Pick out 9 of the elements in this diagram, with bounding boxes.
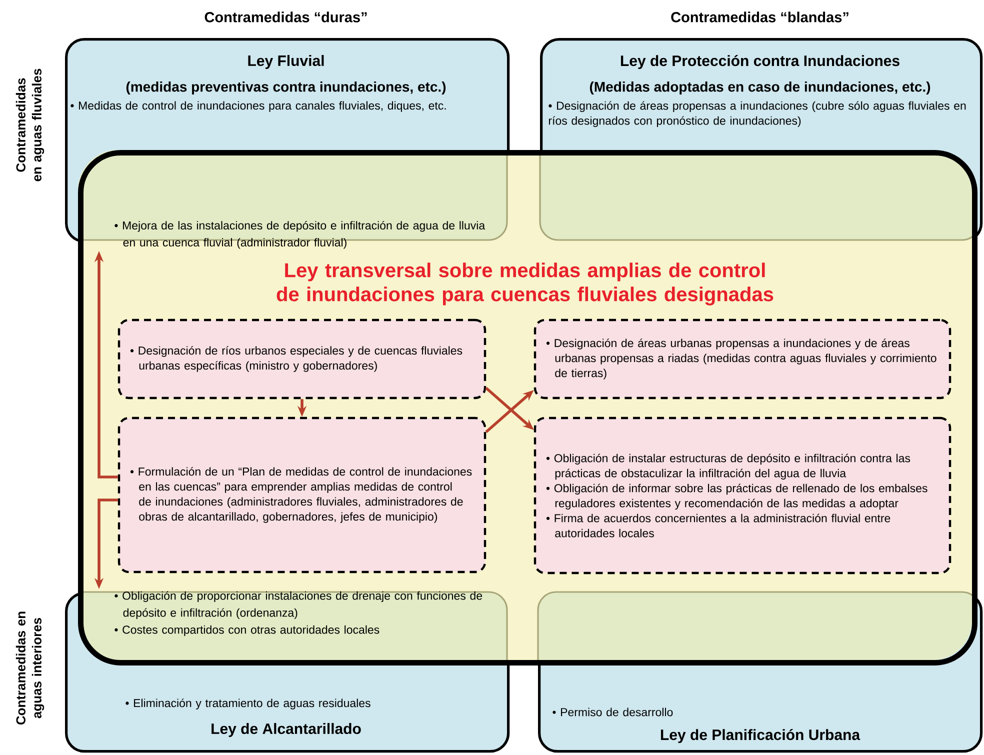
dashed-box: • Formulación de un “Plan de medidas de control de inundaciones en las cuencas” para emprender amplias medidas de control de inundaciones (administradores fluviales, administradores de obras de alcantarillado, gobernadores, jefes de municipio) bbox=[118, 416, 486, 574]
column-heading: Contramedidas “duras” bbox=[204, 12, 367, 22]
bullet-text: • Obligación de proporcionar instalaciones de drenaje con funciones de depósito e infiltración (ordenanza) • Costes compartidos con otras autoridades locales bbox=[114, 591, 482, 636]
row-heading: Contramedidas en aguas fluviales bbox=[16, 68, 44, 182]
dashed-box: • Designación de ríos urbanos especiales y de cuencas fluviales urbanas específicas (ministro y gobernadores) bbox=[118, 318, 486, 400]
dashed-box: • Designación de áreas urbanas propensas a inundaciones y de áreas urbanas propensas a riadas (medidas contra aguas fluviales y corrimiento de tierras) bbox=[534, 318, 952, 400]
column-heading: Contramedidas “blandas” bbox=[671, 12, 848, 22]
dashed-box: • Obligación de instalar estructuras de depósito e infiltración contra las prácticas de obstaculizar la infiltración del agua de lluvia • Obligación de informar sobre las prácticas de rellenado de los embalses reguladores existentes y recomendación de las medidas a adoptar • Firma de acuerdos concernientes a la administración fluvial entre autoridades locales bbox=[534, 416, 952, 574]
row-heading: Contramedidas en aguas interiores bbox=[16, 612, 44, 725]
